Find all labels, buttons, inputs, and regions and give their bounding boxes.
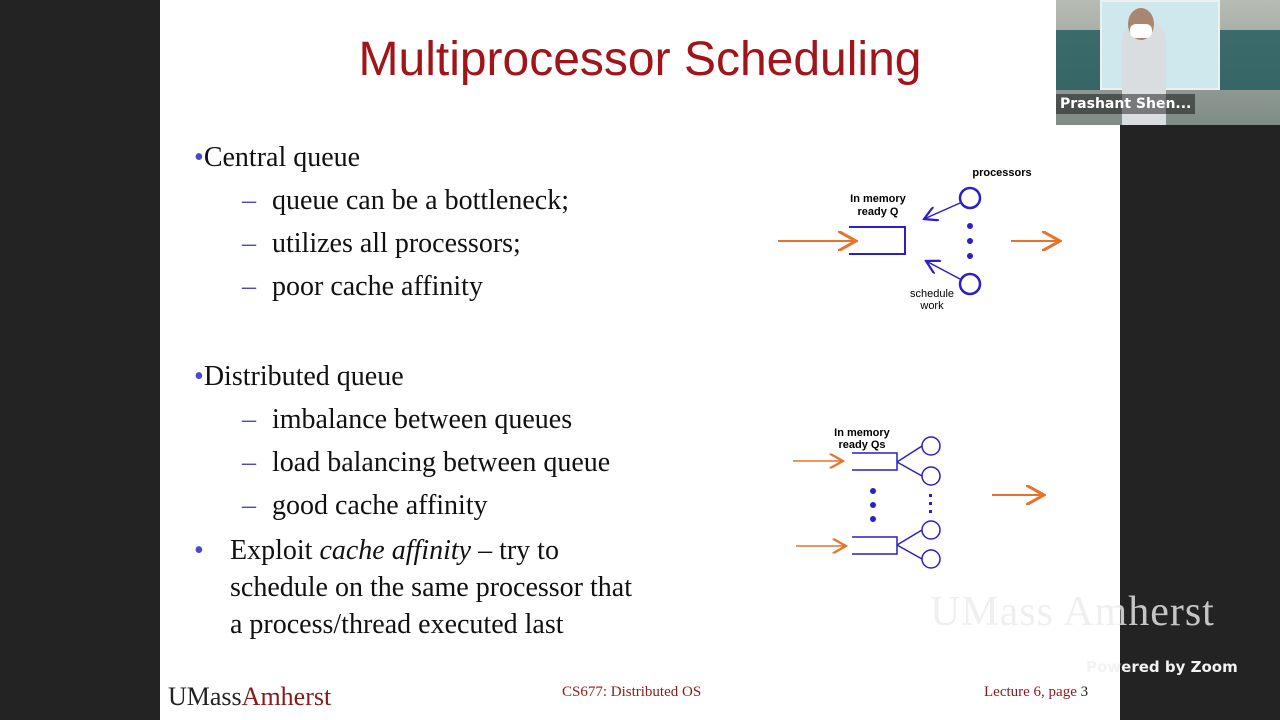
powered-by-zoom: Powered by Zoom — [1086, 658, 1238, 676]
umass-logo: UMassAmherst — [168, 682, 331, 712]
ready-queue — [849, 226, 906, 255]
participant-name: Prashant Shen... — [1056, 94, 1196, 114]
bullet-exploit: • Exploit cache affinity – try to — [194, 535, 559, 567]
sub-bullet: –utilizes all processors; — [242, 228, 521, 260]
label: processors — [972, 167, 1031, 179]
label: ready Q — [858, 206, 899, 218]
emphasis-text: cache affinity — [319, 535, 472, 566]
bullet-central-queue: •Central queue — [194, 142, 360, 174]
scheduling-diagrams: In memory ready Q processors schedule wo… — [778, 167, 1120, 569]
slide-title: Multiprocessor Scheduling — [358, 33, 922, 86]
sub-bullet: –imbalance between queues — [242, 404, 572, 436]
bullet-text: Exploit — [230, 535, 320, 566]
bullet-icon: • — [194, 142, 204, 173]
ready-queue — [852, 452, 898, 471]
dash-icon: – — [242, 185, 256, 216]
sub-text: good cache affinity — [272, 490, 488, 521]
central-queue-diagram: In memory ready Q processors schedule wo… — [778, 167, 1060, 312]
bullet-distributed-queue: •Distributed queue — [194, 361, 404, 393]
dash-icon: – — [242, 271, 256, 302]
logo-text: UMass — [168, 682, 242, 711]
bullet-icon: • — [194, 535, 204, 566]
label: schedule — [910, 288, 954, 300]
watermark-logo: UMass Amherst — [930, 589, 1215, 635]
bullet-exploit-line3: a process/thread executed last — [230, 609, 564, 640]
sub-text: imbalance between queues — [272, 404, 573, 435]
ready-queue — [852, 536, 898, 555]
dash-icon: – — [242, 404, 256, 435]
distributed-queue-diagram: In memory ready Qs — [793, 427, 1044, 569]
label: In memory — [850, 193, 907, 205]
bullet-text: Distributed queue — [203, 361, 404, 392]
bullet-icon: • — [194, 361, 204, 392]
sub-bullet: –poor cache affinity — [242, 271, 483, 303]
label: In memory — [834, 427, 891, 439]
page-label: Lecture 6, page — [984, 684, 1077, 700]
label: work — [919, 300, 944, 312]
bullet-text: – try to — [471, 535, 559, 566]
course-footer: CS677: Distributed OS — [562, 684, 702, 700]
dash-icon: – — [242, 490, 256, 521]
page-number: 3 — [1080, 684, 1089, 700]
processor — [958, 186, 982, 210]
processor — [958, 272, 982, 296]
logo-text: Amherst — [241, 682, 332, 711]
page-footer: Lecture 6, page 3 — [984, 684, 1088, 701]
sub-text: utilizes all processors; — [272, 228, 521, 259]
dash-icon: – — [242, 447, 256, 478]
sub-bullet: –load balancing between queue — [242, 447, 610, 479]
slide: Multiprocessor Scheduling •Central queue… — [160, 0, 1120, 720]
label: ready Qs — [838, 439, 885, 451]
dash-icon: – — [242, 228, 256, 259]
sub-text: load balancing between queue — [272, 447, 611, 478]
sub-bullet: –queue can be a bottleneck; — [242, 185, 569, 217]
sub-bullet: –good cache affinity — [242, 490, 488, 522]
sub-text: queue can be a bottleneck; — [272, 185, 569, 216]
participant-video[interactable]: Prashant Shen... — [1056, 0, 1280, 125]
bullet-exploit-line2: schedule on the same processor that — [230, 572, 632, 603]
sub-text: poor cache affinity — [272, 271, 483, 302]
bullet-text: Central queue — [203, 142, 361, 173]
